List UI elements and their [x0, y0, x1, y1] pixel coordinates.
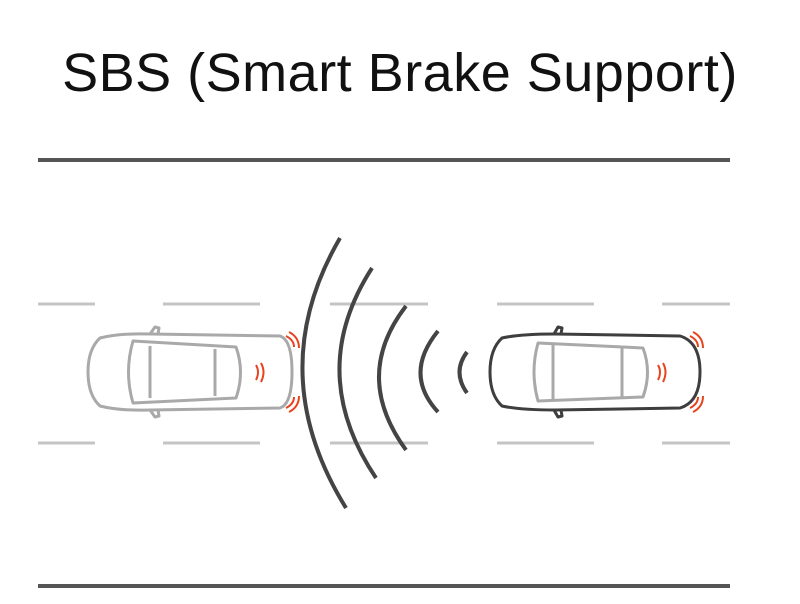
lead-car-icon	[488, 325, 702, 419]
radar-wave-icon	[300, 236, 469, 510]
sensor-signal-icon	[255, 331, 704, 413]
diagram-title: SBS (Smart Brake Support)	[62, 43, 738, 103]
own-car-icon	[86, 325, 294, 419]
